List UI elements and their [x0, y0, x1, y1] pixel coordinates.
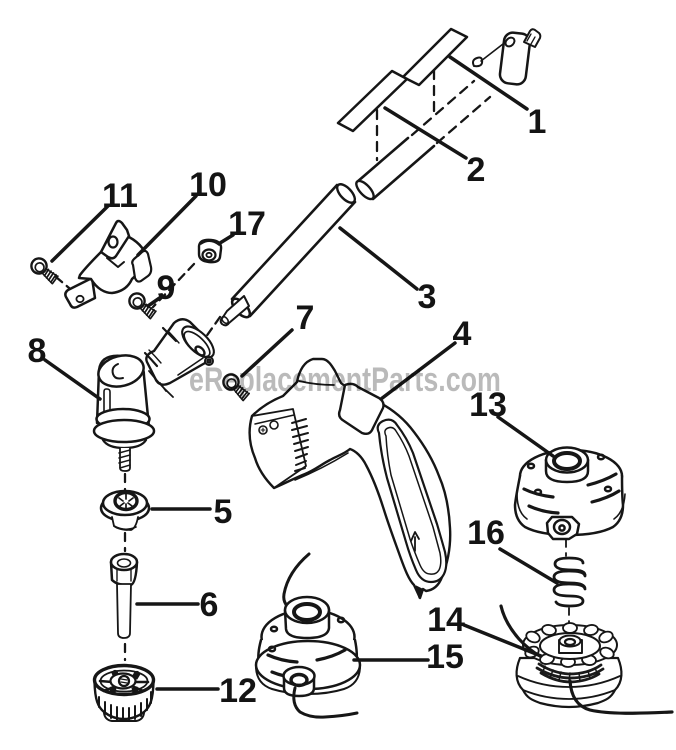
svg-text:3: 3 — [418, 278, 437, 316]
svg-text:12: 12 — [219, 672, 257, 710]
svg-text:8: 8 — [28, 332, 47, 370]
svg-text:16: 16 — [467, 514, 505, 552]
svg-text:1: 1 — [528, 103, 547, 141]
svg-text:4: 4 — [453, 315, 472, 353]
svg-text:14: 14 — [427, 601, 465, 639]
svg-text:7: 7 — [296, 299, 315, 337]
svg-text:17: 17 — [228, 205, 266, 243]
svg-text:2: 2 — [467, 151, 486, 189]
svg-text:6: 6 — [200, 586, 219, 624]
svg-text:13: 13 — [469, 386, 507, 424]
svg-text:15: 15 — [426, 638, 464, 676]
svg-text:5: 5 — [214, 493, 233, 531]
svg-text:10: 10 — [189, 166, 227, 204]
svg-text:eReplacementParts.com: eReplacementParts.com — [189, 361, 501, 399]
svg-text:9: 9 — [157, 269, 176, 307]
svg-text:11: 11 — [102, 177, 138, 215]
